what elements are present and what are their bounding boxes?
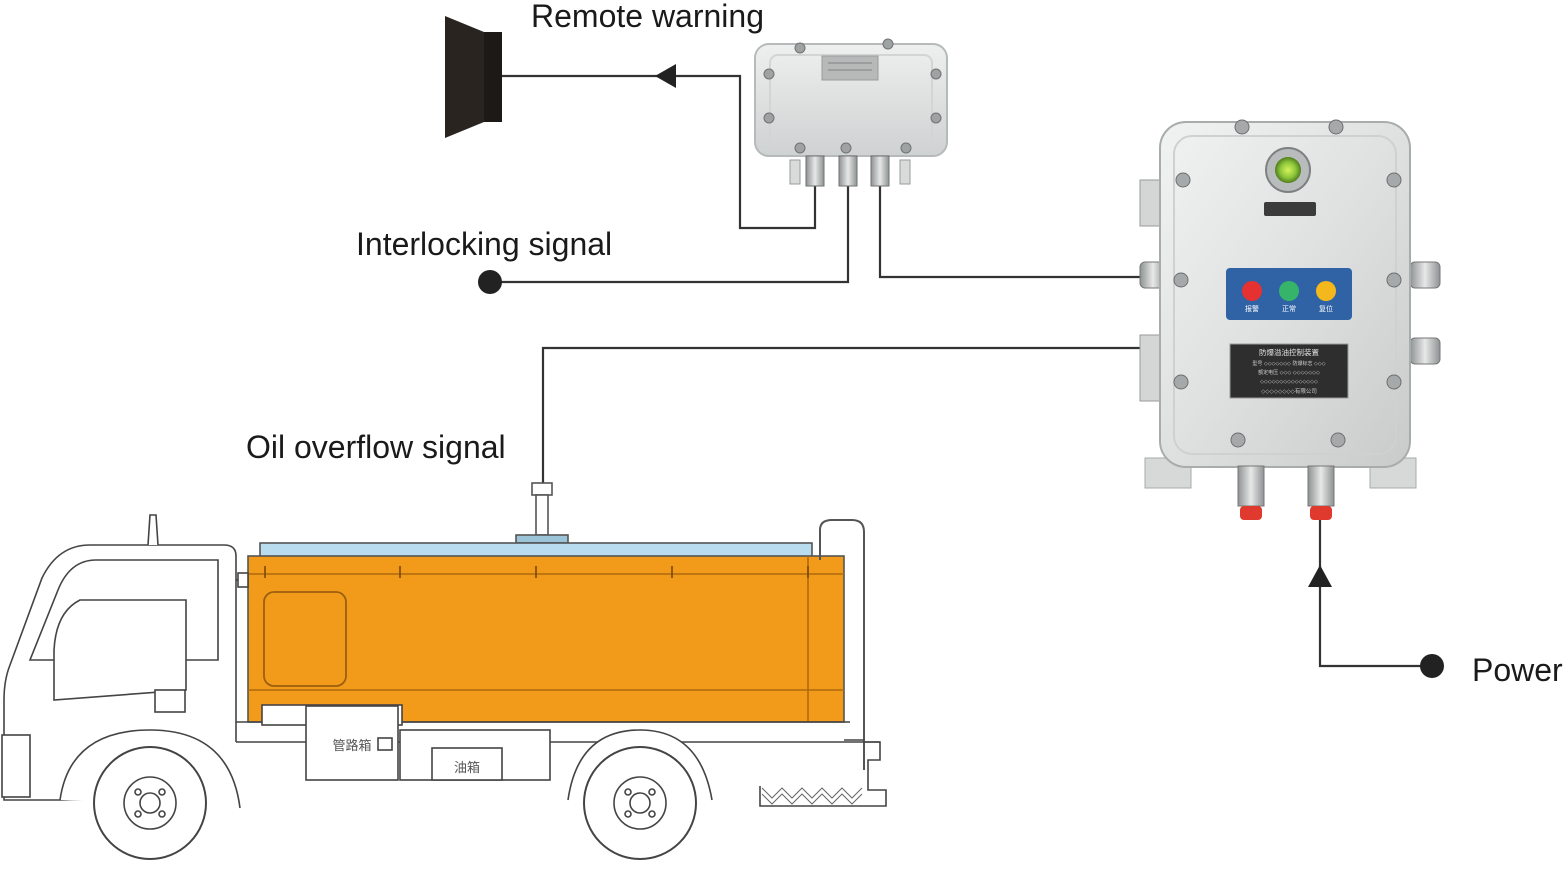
- reset-button: [1316, 281, 1336, 301]
- normal-button-label: 正常: [1282, 304, 1296, 313]
- power-wire: [1318, 520, 1432, 668]
- rear-wheel: [583, 746, 697, 860]
- oil-overflow-wire: [541, 346, 1148, 485]
- front-wheel: [93, 746, 207, 860]
- nameplate-line-1: 防爆溢油控制装置: [1259, 347, 1319, 357]
- interlocking-signal-label: Interlocking signal: [356, 226, 613, 262]
- indicator-lamp: [1275, 157, 1301, 183]
- remote-warning-arrow: [655, 64, 676, 88]
- power-arrow: [1308, 565, 1332, 587]
- nameplate-line-4: ◇◇◇◇◇◇◇◇◇◇◇◇◇◇◇: [1260, 379, 1318, 385]
- fuel-tank-label: 油箱: [454, 760, 480, 776]
- junction-box: [754, 38, 948, 187]
- overflow-control-box: 报警 正常 复位 防爆溢油控制装置 型号 ◇◇◇◇◇◇◇ 防爆标志 ◇◇◇ 额定…: [1139, 119, 1441, 520]
- fuel-tank-box: [431, 747, 503, 781]
- remote-warning-label: Remote warning: [531, 0, 764, 34]
- power-label: Power: [1472, 652, 1563, 688]
- power-terminal-dot: [1420, 654, 1444, 678]
- horn-icon: [445, 16, 502, 138]
- alarm-button: [1242, 281, 1262, 301]
- wiring: [490, 74, 1432, 668]
- interlocking-wire: [490, 185, 850, 284]
- nameplate: [1229, 343, 1349, 399]
- nameplate-line-2: 型号 ◇◇◇◇◇◇◇ 防爆标志 ◇◇◇: [1252, 360, 1325, 367]
- reset-button-label: 复位: [1319, 304, 1333, 313]
- tank-truck: [1, 482, 887, 860]
- nameplate-line-3: 额定电压 ◇◇◇ ◇◇◇◇◇◇◇: [1258, 369, 1320, 376]
- oil-overflow-signal-label: Oil overflow signal: [246, 429, 506, 465]
- junction-to-controller-wire: [878, 185, 1148, 279]
- pipe-box-label: 管路箱: [332, 738, 371, 754]
- oil-tank: [247, 555, 845, 723]
- nameplate-line-5: ◇◇◇◇◇◇◇◇有限公司: [1261, 387, 1317, 395]
- normal-button: [1279, 281, 1299, 301]
- alarm-button-label: 报警: [1245, 304, 1259, 313]
- interlocking-terminal-dot: [478, 270, 502, 294]
- overflow-sensor-probe: [531, 482, 553, 496]
